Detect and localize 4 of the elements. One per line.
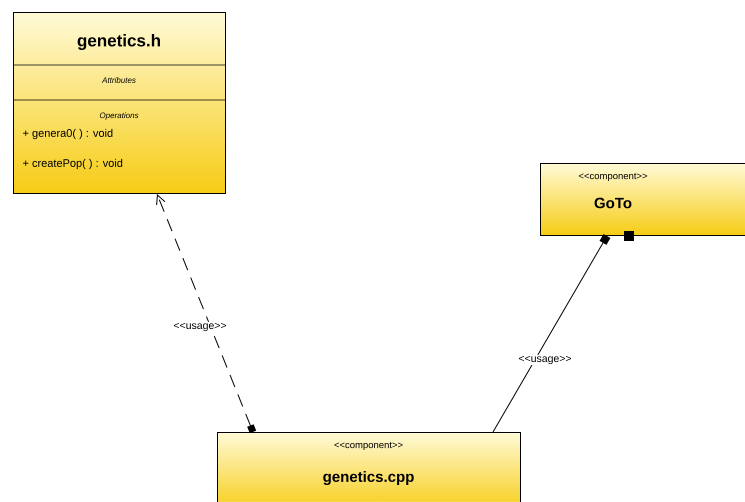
class-box: genetics.h Attributes Operations + genera0( ) : void + createPop( ) : void <box>12 12 226 194</box>
component-box: <<component>> genetics.cpp <box>217 432 521 502</box>
component-box: <<component>> GoTo <box>540 163 745 236</box>
arrow <box>156 194 256 434</box>
